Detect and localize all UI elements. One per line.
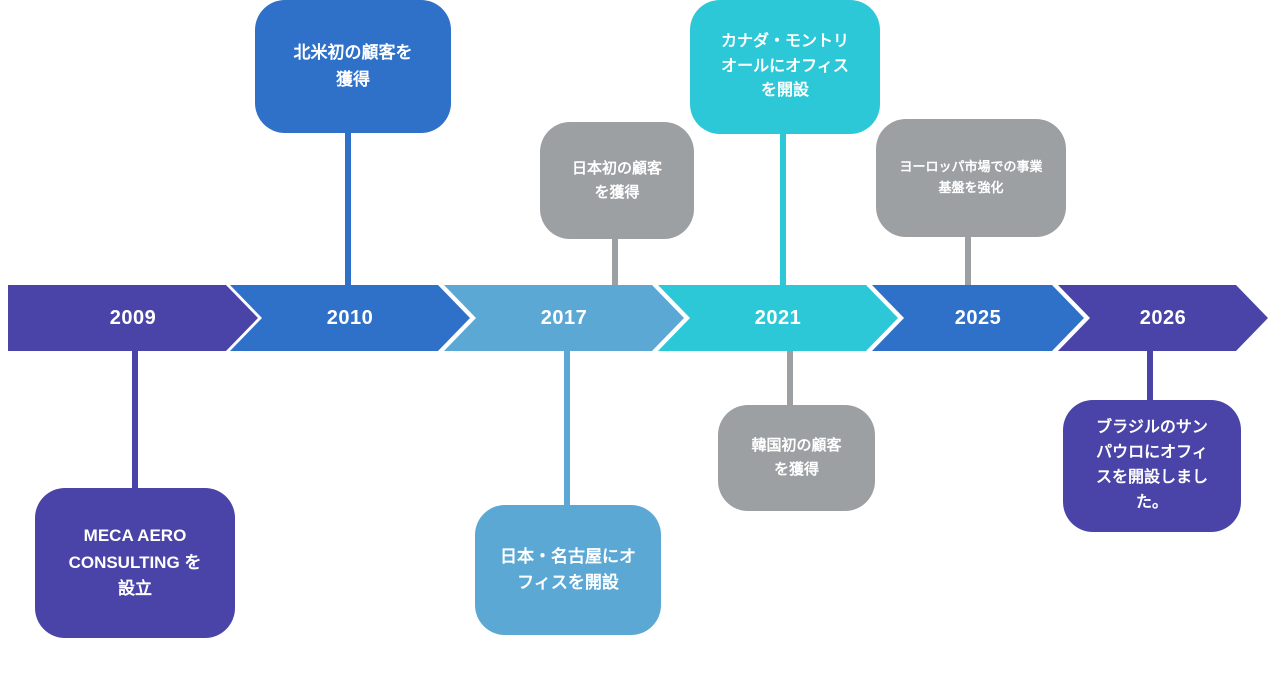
connector-2010-above <box>345 128 351 285</box>
timeline-segment-2009: 2009 <box>8 285 258 351</box>
year-label: 2025 <box>954 306 1002 329</box>
callout-2025-europe-market: ヨーロッパ市場での事業 基盤を強化 <box>876 119 1066 237</box>
connector-2021-above <box>780 130 786 285</box>
callout-2021-montreal-office: カナダ・モントリ オールにオフィス を開設 <box>690 0 880 134</box>
connector-2017-below <box>564 351 570 509</box>
timeline-segment-2026: 2026 <box>1058 285 1268 351</box>
connector-2017-above <box>612 236 618 285</box>
year-label: 2021 <box>754 306 802 329</box>
timeline-segment-2025: 2025 <box>872 285 1084 351</box>
callout-2010-first-north-america-customer: 北米初の顧客を 獲得 <box>255 0 451 133</box>
connector-2009-below <box>132 351 138 492</box>
timeline-segment-2021: 2021 <box>658 285 898 351</box>
year-label: 2009 <box>109 306 157 329</box>
connector-2025-above <box>965 234 971 285</box>
connector-2026-below <box>1147 351 1153 404</box>
year-label: 2010 <box>326 306 374 329</box>
year-label: 2017 <box>540 306 588 329</box>
callout-2009-meca-aero-founded: MECA AERO CONSULTING を 設立 <box>35 488 235 638</box>
callout-2021-first-korea-customer: 韓国初の顧客 を獲得 <box>718 405 875 511</box>
year-label: 2026 <box>1139 306 1187 329</box>
timeline-segment-2010: 2010 <box>230 285 470 351</box>
timeline-segment-2017: 2017 <box>444 285 684 351</box>
connector-2021-below <box>787 351 793 409</box>
callout-2026-sao-paulo-office: ブラジルのサン パウロにオフィ スを開設しまし た。 <box>1063 400 1241 532</box>
callout-2017-first-japan-customer: 日本初の顧客 を獲得 <box>540 122 694 239</box>
callout-2017-nagoya-office: 日本・名古屋にオ フィスを開設 <box>475 505 661 635</box>
